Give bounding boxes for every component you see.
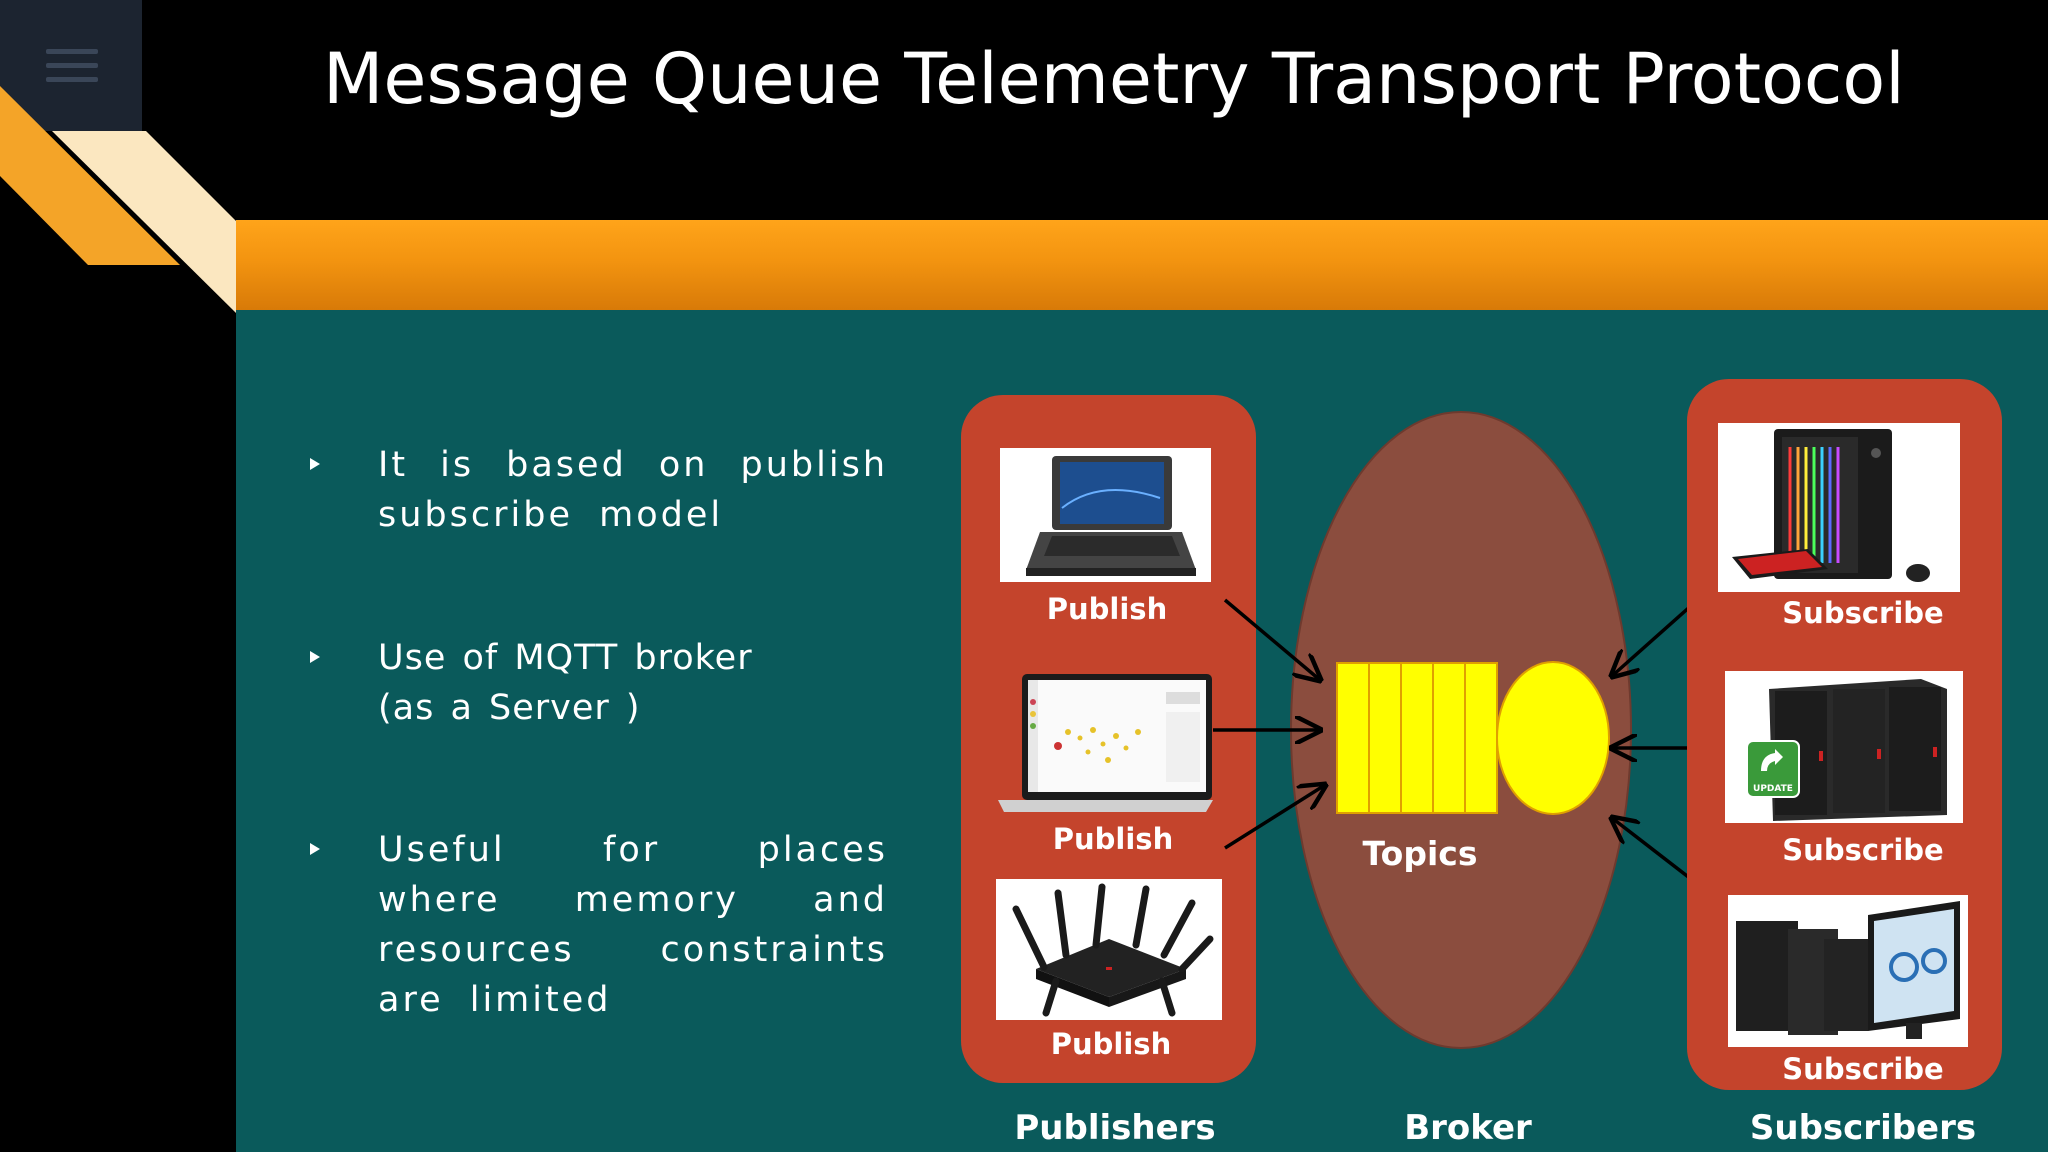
subscribers-label: Subscribers (1749, 1108, 1977, 1148)
server-update-icon: UPDATE (1746, 679, 1947, 821)
broker-label: Broker (1404, 1108, 1532, 1148)
publish-label: Publish (1052, 822, 1174, 856)
subscribe-label: Subscribe (1782, 596, 1944, 630)
bullet-arrow-icon (310, 843, 320, 855)
publish-arrows (1213, 598, 1325, 850)
wifi-router-icon (1012, 883, 1214, 1017)
laptop-map-dashboard-icon (998, 674, 1213, 812)
rugged-laptop-icon (1026, 456, 1196, 576)
bullet-arrow-icon (310, 458, 320, 470)
subscriber-card (1718, 423, 1960, 592)
subscribe-label: Subscribe (1782, 1052, 1944, 1086)
decorative-stripes (0, 86, 236, 313)
publish-label: Publish (1050, 1027, 1172, 1061)
subscribe-label: Subscribe (1782, 833, 1944, 867)
bullet-arrow-icon (310, 651, 320, 663)
header-band (236, 220, 2048, 310)
page-title: Message Queue Telemetry Transport Protoc… (323, 38, 1905, 120)
publishers-label: Publishers (1014, 1108, 1216, 1148)
menu-button[interactable] (0, 0, 142, 131)
topics-label: Topics (1362, 834, 1478, 873)
topics-queue-icon (1336, 661, 1610, 815)
desktop-monitor-icon (1736, 901, 1960, 1039)
publisher-card (998, 672, 1213, 814)
svg-text:UPDATE: UPDATE (1753, 784, 1793, 794)
subscriber-card: UPDATE (1725, 671, 1963, 823)
publish-label: Publish (1046, 592, 1168, 626)
subscriber-card (1728, 895, 1968, 1047)
publisher-card (1000, 448, 1211, 582)
gaming-desktop-pc-icon (1732, 429, 1930, 582)
publisher-card (996, 879, 1222, 1020)
